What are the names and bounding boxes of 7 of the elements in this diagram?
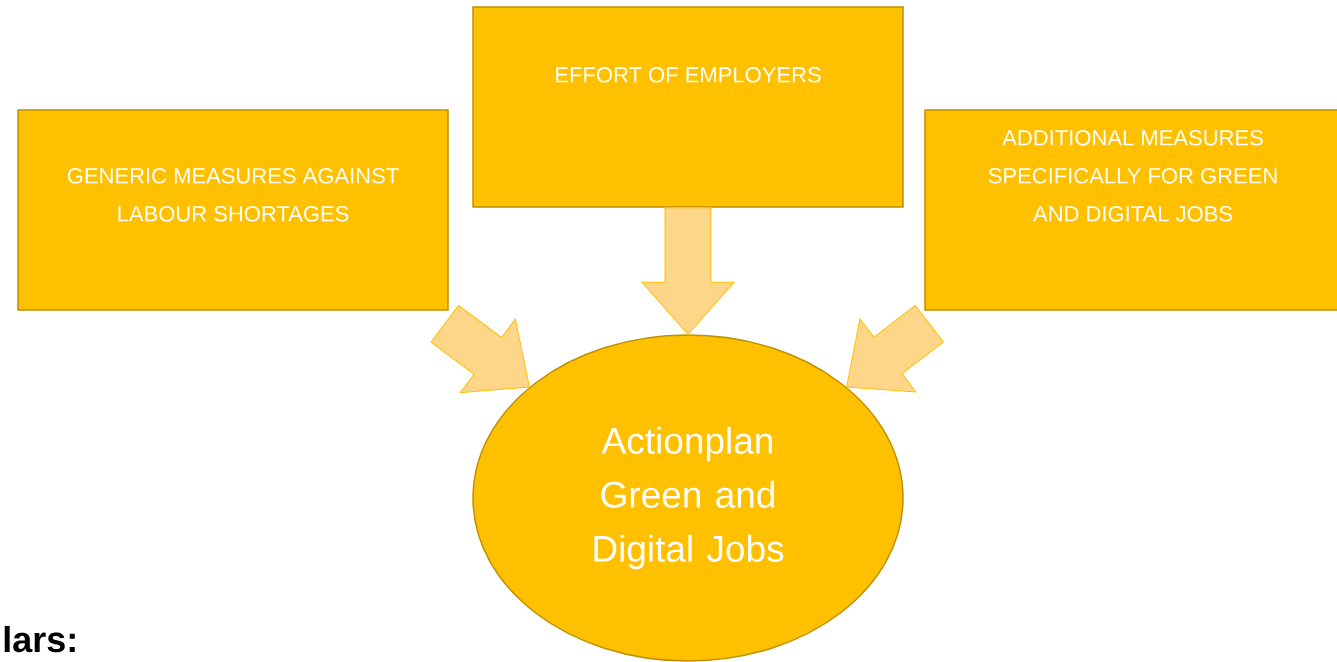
block-arrow [846, 305, 944, 393]
text-box: EFFORT OF EMPLOYERS [472, 6, 904, 208]
text-box: ADDITIONAL MEASURES SPECIFICALLY FOR GREEN AND DIGITAL JOBS [924, 109, 1337, 311]
heading-text: lars: [4, 625, 75, 653]
block-arrow [430, 304, 530, 394]
text-box: GENERIC MEASURES AGAINST LABOUR SHORTAGES [17, 109, 449, 311]
block-arrow [641, 207, 735, 335]
